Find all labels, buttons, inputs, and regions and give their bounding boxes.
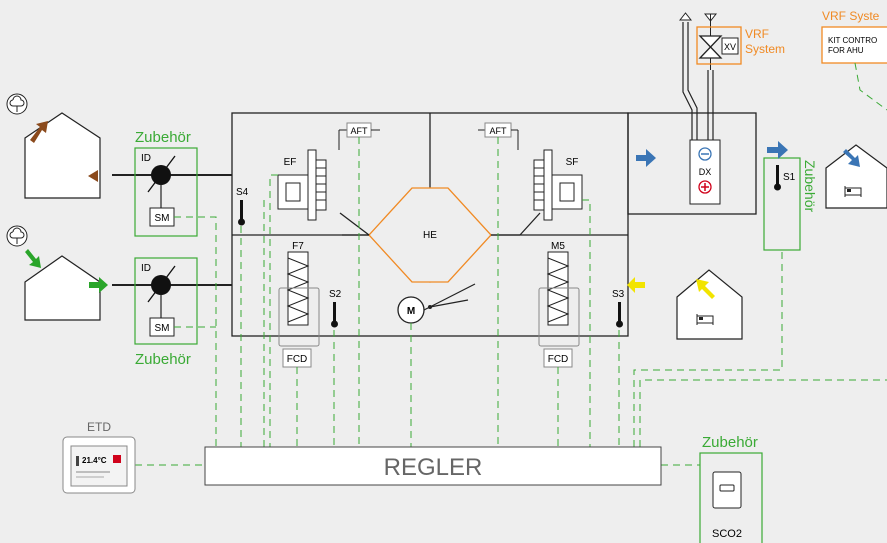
co2-sensor-icon xyxy=(712,471,742,509)
house-icon xyxy=(24,112,101,199)
s4-label: S4 xyxy=(236,187,249,198)
filter-icon: F7 xyxy=(278,241,320,347)
vrf-system-label-line1: VRF xyxy=(745,27,769,41)
bypass-line xyxy=(519,212,541,236)
aft-left: AFT xyxy=(338,122,380,150)
zubehoer-vertical: Zubehör xyxy=(802,160,818,212)
house-icon xyxy=(825,144,887,209)
sco2-label: SCO2 xyxy=(712,528,742,540)
room-supply-arrow xyxy=(843,149,860,167)
f7-label: F7 xyxy=(292,241,304,252)
thermometer-icon: S2 xyxy=(329,289,342,328)
thermometer-icon: S3 xyxy=(612,289,625,328)
motor-label: M xyxy=(407,306,415,317)
dx-label: DX xyxy=(699,167,712,177)
supply-flow-arrow xyxy=(89,277,108,293)
vrf-kit-title: VRF Syste xyxy=(822,9,880,23)
regler-label: REGLER xyxy=(384,454,483,481)
ef-label: EF xyxy=(284,157,297,168)
zubehoer-top-left: Zubehör xyxy=(135,129,191,146)
dx-flow-arrow xyxy=(636,149,656,167)
sm-bottom-label: SM xyxy=(155,323,170,334)
exhaust-arrow xyxy=(30,121,48,143)
s2-label: S2 xyxy=(329,289,342,300)
thermometer-icon: S4 xyxy=(236,187,249,226)
he-label: HE xyxy=(423,230,437,241)
bed-icon xyxy=(844,186,862,197)
id-bottom-label: ID xyxy=(141,263,151,274)
tree-icon xyxy=(6,93,28,115)
pipe-arrow-up-icon xyxy=(678,12,693,21)
s1-accessory-frame xyxy=(763,157,801,251)
fcd-right-label: FCD xyxy=(548,354,569,365)
fan-icon: SF xyxy=(533,149,583,221)
etd-label: ETD xyxy=(87,420,111,434)
vrf-kit-box xyxy=(821,26,887,64)
id-top-label: ID xyxy=(141,153,151,164)
supply-out-arrow xyxy=(767,141,788,159)
fcd-left-label: FCD xyxy=(287,354,308,365)
sf-label: SF xyxy=(566,157,579,168)
accessory-frame-top xyxy=(134,147,198,237)
kit-signal-line xyxy=(854,62,887,111)
thermometer-icon: S1 xyxy=(774,165,796,191)
damper-icon xyxy=(147,155,176,193)
valve-icon xyxy=(698,30,723,70)
aft-left-label: AFT xyxy=(351,126,369,136)
heat-exchanger: HE xyxy=(367,187,493,283)
aft-right-label: AFT xyxy=(490,126,508,136)
accessory-frame-bottom xyxy=(134,257,198,345)
m5-label: M5 xyxy=(551,241,565,252)
regler-controller xyxy=(204,446,662,486)
room-extract-arrow xyxy=(696,279,715,299)
s3-label: S3 xyxy=(612,289,625,300)
kit-line-1: KIT CONTRO xyxy=(828,36,877,45)
xv-label: XV xyxy=(724,42,736,52)
valve-actuator xyxy=(721,37,739,55)
zubehoer-sco2: Zubehör xyxy=(702,434,758,451)
extract-in-arrow xyxy=(627,277,645,293)
damper-link xyxy=(423,283,476,311)
sm-top-label: SM xyxy=(155,213,170,224)
house-icon xyxy=(676,269,743,340)
damper-icon xyxy=(147,265,176,303)
aft-right: AFT xyxy=(478,122,519,150)
vrf-pipes xyxy=(682,22,714,140)
fan-icon: EF xyxy=(277,149,327,221)
motor-icon: M xyxy=(397,296,425,324)
s1-label: S1 xyxy=(783,172,796,183)
tree-icon xyxy=(6,225,28,247)
zubehoer-bottom-left: Zubehör xyxy=(135,351,191,368)
vrf-system-label-line2: System xyxy=(745,42,785,56)
etd-screen-value: 21.4°C xyxy=(82,456,107,465)
damper-blade xyxy=(429,299,469,308)
filter-icon: M5 xyxy=(538,241,580,347)
bypass-line-left xyxy=(339,212,370,236)
signal-lines xyxy=(135,137,887,466)
extract-flow-arrow xyxy=(88,170,112,182)
kit-line-2: FOR AHU xyxy=(828,46,864,55)
house-icon xyxy=(24,255,101,321)
vrf-valve-frame xyxy=(696,26,742,65)
sco2-frame xyxy=(699,452,763,543)
outdoor-air-arrow xyxy=(25,249,41,268)
controller-display-icon: 21.4°C xyxy=(62,436,136,494)
bed-icon xyxy=(696,314,714,325)
